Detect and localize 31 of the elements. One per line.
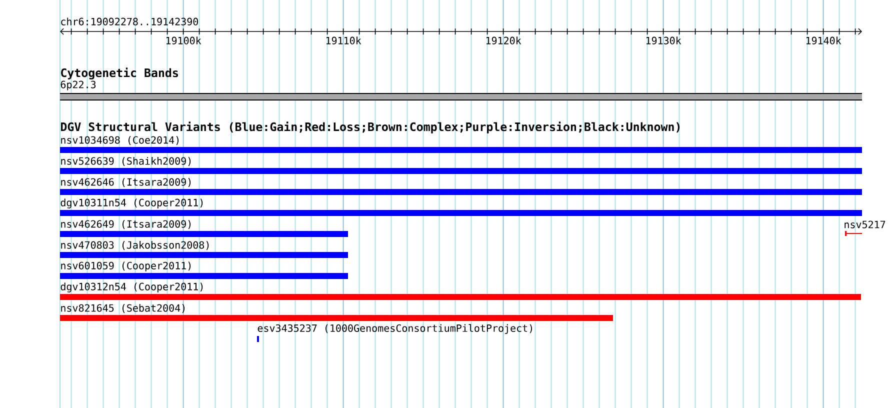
node-label: nsv821645 (Sebat2004) xyxy=(61,304,185,313)
track-title: Cytogenetic Bands xyxy=(61,68,178,80)
tick-label: 19130k xyxy=(646,36,682,44)
node-label: nsv462649 (Itsara2009) xyxy=(61,220,191,229)
track-title: DGV Structural Variants (Blue:Gain;Red:Loss;Brown:Complex;Purple:Inversion;Black:Unknown) xyxy=(61,122,680,134)
node-label: nsv1034698 (Coe2014) xyxy=(61,136,179,145)
node-label: nsv462646 (Itsara2009) xyxy=(61,178,191,187)
variant-bar: nsv1034698 (Coe2014) xyxy=(60,136,862,153)
tick-label: 19140k xyxy=(806,36,842,44)
node-label: dgv10311n54 (Cooper2011) xyxy=(60,198,203,208)
variant-bar: nsv601059 (Cooper2011) xyxy=(60,262,348,279)
chromosome-band: 6p22.3 xyxy=(60,80,862,100)
tick-label: 19120k xyxy=(486,36,522,44)
variant-bar: dgv10311n54 (Cooper2011) xyxy=(60,198,862,216)
variant-bar: nsv526639 (Shaikh2009) xyxy=(60,157,862,174)
node-label: dgv10312n54 (Cooper2011) xyxy=(60,282,203,292)
node-label: 6p22.3 xyxy=(60,80,96,90)
node-label: esv3435237 (1000GenomesConsortiumPilotProject) xyxy=(258,324,532,334)
coordinate-label: chr6:19092278..19142390 xyxy=(61,18,198,26)
node-label: nsv526639 (Shaikh2009) xyxy=(61,157,191,166)
variant-bar: nsv5217 xyxy=(844,220,886,236)
node-label: nsv470803 (Jakobsson2008) xyxy=(61,241,209,250)
tick-label: 19110k xyxy=(326,36,362,44)
tick-label: 19100k xyxy=(166,36,202,44)
variant-bar: esv3435237 (1000GenomesConsortiumPilotProject) xyxy=(257,324,532,342)
node-label: nsv601059 (Cooper2011) xyxy=(61,262,191,272)
variant-bar: nsv470803 (Jakobsson2008) xyxy=(60,241,348,258)
variant-bar: nsv462646 (Itsara2009) xyxy=(60,178,862,195)
variant-bar: nsv821645 (Sebat2004) xyxy=(60,304,613,321)
variant-bar: dgv10312n54 (Cooper2011) xyxy=(60,282,861,300)
variant-bar: nsv462649 (Itsara2009) xyxy=(60,220,348,237)
